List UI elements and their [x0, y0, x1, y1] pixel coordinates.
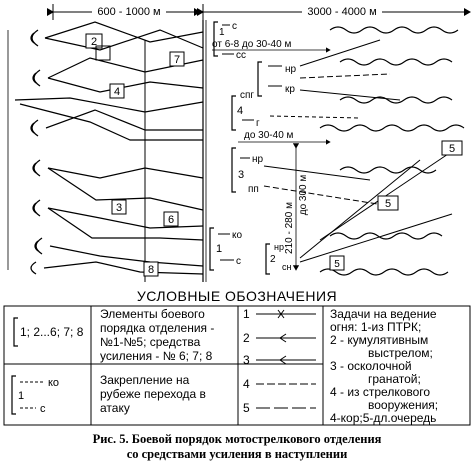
element-num-8: 8 [148, 264, 154, 276]
consolidation-group-top: 1 с сс [213, 21, 246, 61]
legend-tasks-line-6: гранатой; [368, 372, 421, 386]
legend-fire-num-1: 1 [243, 307, 250, 321]
legend-fire-num-4: 4 [243, 377, 250, 391]
element-box-labels-left: 2 7 4 6 3 8 [91, 36, 180, 276]
legend-sym-c: с [40, 403, 46, 415]
figure-caption-line-1: Рис. 5. Боевой порядок мотострелкового о… [92, 432, 382, 446]
legend-fire-num-3: 3 [243, 353, 250, 367]
target-5-bottom: 5 [334, 259, 340, 270]
legend-consolidation-symbol: ко 1 с [11, 375, 59, 415]
element-num-2: 2 [91, 36, 97, 48]
legend-consolidation-line-1: Закрепление на [100, 373, 190, 387]
group-bottom-c: с [236, 256, 241, 267]
dimension-6-8-label: от 6-8 до 30-40 м [212, 39, 291, 50]
element-num-4: 4 [114, 86, 120, 98]
legend-sym-1: 1 [18, 390, 24, 402]
legend-consolidation-text: Закрепление на рубеже перехода в атаку [100, 373, 206, 415]
legend-tasks-line-1: Задачи на ведение [330, 307, 437, 321]
consolidation-group-spg: спг 4 г [231, 90, 260, 131]
consolidation-group-bottom: ко 1 с [209, 227, 242, 271]
dimension-6-8: от 6-8 до 30-40 м [212, 39, 331, 53]
legend-element-symbol: 1; 2...6; 7; 8 [13, 317, 84, 347]
group-bottom-ko: ко [232, 230, 242, 241]
legend-elements-line-2: порядка отделения - [100, 321, 214, 335]
target-5-upper: 5 [449, 143, 455, 155]
legend-fire-lines [256, 309, 316, 409]
legend-tasks-line-8: вооружения; [368, 398, 438, 412]
legend-elements-line-1: Элементы боевого [100, 307, 205, 321]
legend-tasks-line-9: 4-кор;5-дл.очередь [330, 411, 436, 425]
group-sn-nr: нр [274, 242, 284, 252]
legend-tasks-line-5: 3 - осколочной [330, 359, 412, 373]
target-boxes: 5 5 5 [329, 140, 463, 271]
dimension-30-40-label: до 30-40 м [244, 130, 294, 141]
group-3-pp: пп [248, 184, 259, 195]
attack-routes [14, 21, 204, 275]
legend-elements-line-4: усиления - № 6; 7; 8 [100, 349, 213, 363]
legend-elements-text: Элементы боевого порядка отделения - №1-… [100, 307, 214, 363]
dimension-300-label: до 300 м [298, 175, 309, 216]
figure-caption-line-2: со средствами усиления в наступлении [126, 447, 348, 461]
dimension-left-label: 600 - 1000 м [97, 6, 160, 18]
consolidation-group-nr: нр кр [257, 61, 297, 97]
element-num-7: 7 [174, 54, 180, 66]
group-spg-label: спг [240, 90, 254, 101]
legend-title: УСЛОВНЫЕ ОБОЗНАЧЕНИЯ [137, 288, 337, 304]
group-top-num: 1 [219, 27, 225, 38]
group-3-num: 3 [238, 169, 244, 181]
group-sn-label: сн [282, 262, 292, 272]
legend-fire-num-5: 5 [243, 401, 250, 415]
group-g-label: г [256, 118, 260, 129]
group-nr-label: нр [285, 64, 297, 75]
target-5-lower: 5 [385, 198, 391, 210]
legend-tasks-line-2: огня: 1-из ПТРК; [330, 320, 421, 334]
element-boxes-left [85, 33, 185, 277]
legend-tasks-line-3: 2 - кумулятивным [330, 333, 428, 347]
group-sn-num: 2 [270, 254, 276, 265]
dimension-right: 3000 - 4000 м [197, 4, 471, 20]
legend-tasks-line-7: 4 - из стрелкового [330, 385, 430, 399]
legend-fire-numbers: 1 2 3 4 5 [243, 307, 250, 415]
enemy-trenches [319, 26, 465, 276]
legend-consolidation-line-3: атаку [100, 401, 130, 415]
legend-fire-num-2: 2 [243, 331, 250, 345]
dimension-210-280-label: 210 - 280 м [284, 202, 295, 254]
vertical-dimension: до 300 м 210 - 280 м [284, 143, 309, 271]
legend-tasks-line-4: выстрелом; [368, 346, 433, 360]
group-kr-label: кр [285, 84, 295, 95]
legend-tasks-text: Задачи на ведение огня: 1-из ПТРК; 2 - к… [330, 307, 438, 425]
legend-sym-ko: ко [48, 377, 59, 389]
dimension-30-40: до 30-40 м [238, 130, 331, 145]
group-3-nr: нр [252, 154, 264, 165]
consolidation-group-sn: нр 2 сн [265, 242, 292, 275]
group-top-c: с [232, 21, 237, 32]
group-bottom-num: 1 [216, 243, 222, 255]
start-positions [30, 29, 43, 275]
dimension-left: 600 - 1000 м [47, 4, 201, 20]
element-num-6: 6 [168, 214, 174, 226]
legend-table [3, 305, 471, 426]
group-spg-num: 4 [237, 105, 243, 117]
element-num-3: 3 [116, 202, 122, 214]
legend-consolidation-line-2: рубеже перехода в [100, 387, 206, 401]
group-top-cc: сс [236, 50, 246, 61]
consolidation-group-3: нр 3 пп [231, 147, 264, 195]
phase-lines [7, 20, 207, 282]
dimension-right-label: 3000 - 4000 м [307, 6, 376, 18]
legend-element-numbers: 1; 2...6; 7; 8 [20, 325, 84, 339]
legend-elements-line-3: №1-№5; средства [100, 335, 201, 349]
fire-lines [263, 39, 461, 263]
